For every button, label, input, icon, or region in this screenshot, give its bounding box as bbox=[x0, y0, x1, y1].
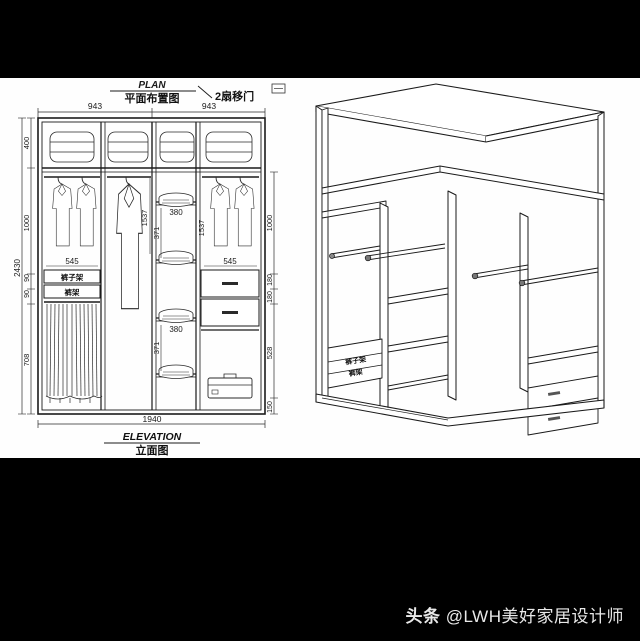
left-hanging-bay bbox=[44, 176, 100, 247]
cad-drawing: PLAN 平面布置图 2扇移门 bbox=[13, 80, 605, 457]
dim-top: 943 943 bbox=[37, 101, 266, 118]
right-hanging-bay bbox=[202, 176, 259, 247]
dim-1537-middle: 1537 bbox=[140, 178, 151, 254]
elevation-carcass bbox=[37, 117, 266, 415]
top-storage-boxes bbox=[49, 131, 253, 163]
elevation-title-block: ELEVATION 立面图 bbox=[104, 431, 200, 457]
iso-hanging-rod-1 bbox=[329, 245, 381, 259]
dim-left-90a: 90 bbox=[24, 274, 31, 282]
suitcase bbox=[207, 373, 253, 399]
iso-divider-2 bbox=[447, 190, 457, 401]
iso-right-panel bbox=[597, 111, 605, 405]
dim-left-708: 708 bbox=[22, 354, 31, 367]
dim-545-left: 545 bbox=[46, 257, 98, 267]
dim-left-1000: 1000 bbox=[22, 215, 31, 232]
dim-tall-hang-height: 1537 bbox=[140, 210, 149, 227]
right-lower-bay: 545 bbox=[200, 257, 260, 399]
dim-left-90b: 90 bbox=[24, 290, 31, 298]
dim-shelf-width-lower: 380 bbox=[169, 325, 183, 334]
left-lower-bay: 545 裤子架 裤架 bbox=[43, 257, 103, 403]
dim-right-1000: 1000 bbox=[265, 215, 274, 232]
iso-hanging-rod-3 bbox=[471, 264, 529, 280]
plan-title-cn: 平面布置图 bbox=[125, 91, 180, 105]
isometric-view: 裤子架 裤架 bbox=[315, 83, 605, 436]
elevation-title-cn: 立面图 bbox=[136, 443, 169, 457]
door-note-leader: 2扇移门 bbox=[197, 83, 286, 103]
iso-trouser-rack-label: 裤架 bbox=[347, 367, 363, 378]
iso-back-seams bbox=[327, 108, 457, 408]
dim-371-lower: 371 bbox=[152, 325, 162, 371]
iso-hanging-rod-2 bbox=[364, 243, 446, 262]
iso-base-panel bbox=[315, 393, 605, 427]
dim-545-right: 545 bbox=[204, 257, 257, 267]
dim-top-1: 943 bbox=[88, 101, 102, 111]
dim-371-upper: 371 bbox=[152, 208, 162, 258]
iso-rack-rail bbox=[387, 374, 449, 391]
iso-upper-shelf bbox=[321, 165, 605, 201]
dim-left-chain: 400 1000 90 90 708 2430 bbox=[13, 117, 35, 415]
drawing-sheet: PLAN 平面布置图 2扇移门 bbox=[0, 78, 640, 458]
watermark-platform: 头条 bbox=[405, 607, 441, 626]
dim-total-width: 1940 bbox=[143, 414, 162, 424]
door-note-label: 2扇移门 bbox=[215, 89, 254, 103]
iso-rack-panel: 裤子架 裤架 bbox=[327, 338, 383, 389]
watermark: 头条 @LWH美好家居设计师 bbox=[405, 602, 624, 627]
trouser-rack-label: 裤架 bbox=[64, 287, 80, 297]
iso-hanging-rod-4 bbox=[518, 267, 599, 287]
dim-right-chain: 1000 180 180 528 150 1537 bbox=[197, 171, 278, 415]
dim-right-1537: 1537 bbox=[197, 220, 206, 237]
plan-title-block: PLAN 平面布置图 bbox=[110, 80, 196, 105]
hanger-hook-2 bbox=[81, 176, 87, 185]
long-garment-bay bbox=[107, 176, 151, 310]
dim-right-180b: 180 bbox=[267, 291, 274, 303]
hanger-hook-1 bbox=[57, 176, 63, 185]
dim-right-180a: 180 bbox=[267, 274, 274, 286]
dim-bottom-total: 1940 bbox=[37, 414, 266, 428]
elevation-view: PLAN 平面布置图 2扇移门 bbox=[13, 80, 286, 457]
iso-top-panel bbox=[315, 83, 605, 143]
svg-text:545: 545 bbox=[223, 257, 237, 266]
pants-rack-label: 裤子架 bbox=[60, 272, 84, 282]
dim-right-528: 528 bbox=[265, 347, 274, 360]
iso-left-panel bbox=[315, 105, 329, 399]
svg-text:371: 371 bbox=[152, 342, 161, 355]
elevation-title-en: ELEVATION bbox=[123, 431, 182, 443]
drawer-2 bbox=[200, 298, 260, 327]
iso-mid-board bbox=[321, 200, 387, 219]
iso-shelf-b bbox=[387, 335, 449, 353]
center-shelf-stack: 380 380 371 bbox=[140, 178, 196, 379]
drawer-1 bbox=[200, 269, 260, 298]
watermark-handle: @LWH美好家居设计师 bbox=[445, 607, 624, 626]
dim-left-400: 400 bbox=[22, 137, 31, 150]
svg-text:545: 545 bbox=[65, 257, 79, 266]
dim-top-2: 943 bbox=[202, 101, 216, 111]
dim-shelf-width-upper: 380 bbox=[169, 208, 183, 217]
iso-drawer-1 bbox=[527, 375, 599, 411]
plan-title-en: PLAN bbox=[138, 80, 166, 91]
iso-shelf-right bbox=[527, 345, 599, 365]
iso-divider-1 bbox=[379, 202, 389, 413]
iso-shelf-a bbox=[387, 287, 449, 305]
dim-left-total: 2430 bbox=[13, 259, 22, 277]
svg-text:371: 371 bbox=[152, 227, 161, 240]
dim-right-150: 150 bbox=[267, 401, 274, 413]
iso-divider-3 bbox=[519, 212, 529, 393]
